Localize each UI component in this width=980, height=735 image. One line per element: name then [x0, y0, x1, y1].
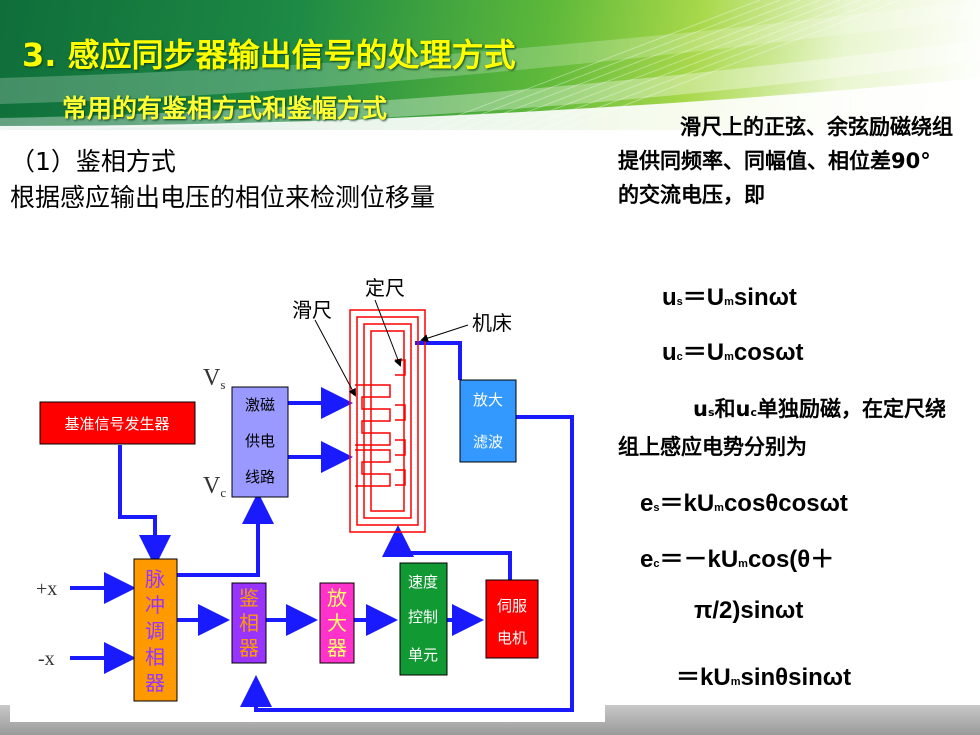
- stator-outer: [349, 309, 426, 533]
- line-servo-to-machine: [382, 525, 512, 580]
- svg-text:器: 器: [239, 636, 259, 660]
- svg-text:冲: 冲: [145, 593, 165, 617]
- svg-text:基准信号发生器: 基准信号发生器: [64, 415, 169, 433]
- box-amplifier: 放 大 器: [319, 582, 355, 664]
- svg-text:相: 相: [239, 611, 259, 635]
- box-excitation: 激磁 供电 线路: [231, 386, 289, 498]
- slider-coil-sin: [355, 384, 391, 446]
- method-description: 根据感应输出电压的相位来检测位移量: [10, 183, 436, 212]
- block-diagram: 定尺 滑尺 机床 Vs Vc +x -x 基准信号发生器 激磁 供电 线路 放大…: [10, 265, 605, 722]
- svg-text:脉: 脉: [145, 567, 165, 591]
- svg-text:单元: 单元: [408, 646, 438, 664]
- equation-ec-result: ＝kUmsinθsinωt: [676, 664, 852, 691]
- label-dingchi: 定尺: [365, 276, 405, 300]
- pointer-dingchi: [374, 299, 402, 367]
- induced-emf-explanation: us和uc单独励磁，在定尺绕组上感应电势分别为: [618, 392, 958, 464]
- excitation-explanation: 滑尺上的正弦、余弦励磁绕组提供同频率、同幅值、相位差90° 的交流电压，即: [618, 110, 958, 212]
- line-pulse-to-excite: [177, 492, 274, 577]
- svg-text:速度: 速度: [408, 573, 438, 591]
- signal-lines: [70, 341, 574, 712]
- box-pulse-phase-shifter: 脉 冲 调 相 器: [133, 558, 178, 702]
- label-vs: Vs: [203, 365, 225, 392]
- pointer-huachi: [314, 319, 356, 397]
- svg-text:器: 器: [145, 671, 165, 695]
- box-servo-motor: 伺服 电机: [485, 579, 539, 659]
- slide-title: 3. 感应同步器输出信号的处理方式: [22, 36, 516, 74]
- svg-text:线路: 线路: [245, 468, 275, 486]
- label-jichuang: 机床: [472, 311, 512, 335]
- equation-ec: ec＝－kUmcos(θ＋: [640, 546, 835, 573]
- excitation-paragraph: 滑尺上的正弦、余弦励磁绕组提供同频率、同幅值、相位差90° 的交流电压，即: [618, 115, 953, 207]
- line-ref-to-pulse: [118, 445, 171, 567]
- box-speed-control: 速度 控制 单元: [399, 562, 448, 676]
- svg-text:供电: 供电: [245, 432, 275, 450]
- svg-text:调: 调: [145, 619, 165, 643]
- label-vc: Vc: [203, 473, 226, 500]
- equation-uc: uc＝Umcosωt: [662, 339, 804, 366]
- line-feedback-to-phase: [240, 415, 574, 712]
- svg-text:电机: 电机: [497, 629, 527, 647]
- equation-ec-continued: π/2)sinωt: [694, 597, 804, 624]
- slider-coil-cos: [355, 449, 391, 487]
- label-plus-x: +x: [36, 578, 57, 600]
- svg-text:器: 器: [327, 636, 347, 660]
- block-diagram-svg: 定尺 滑尺 机床 Vs Vc +x -x 基准信号发生器 激磁 供电 线路 放大…: [36, 276, 574, 712]
- method-heading: （1）鉴相方式: [10, 147, 176, 176]
- induced-paragraph: us和uc单独励磁，在定尺绕组上感应电势分别为: [618, 397, 946, 459]
- inductosyn-coils: [349, 309, 426, 533]
- box-phase-comparator: 鉴 相 器: [231, 582, 267, 664]
- equation-us: us＝Umsinωt: [662, 284, 797, 311]
- header-swoosh-decoration: [0, 0, 980, 130]
- svg-text:放大: 放大: [473, 391, 503, 409]
- svg-text:放: 放: [327, 586, 347, 610]
- line-stator-to-ampfilter: [415, 341, 462, 380]
- svg-text:控制: 控制: [408, 608, 438, 626]
- equation-es: es＝kUmcosθcosωt: [640, 490, 848, 517]
- svg-text:相: 相: [145, 645, 165, 669]
- label-huachi: 滑尺: [292, 298, 332, 322]
- label-minus-x: -x: [38, 648, 55, 670]
- svg-text:大: 大: [327, 611, 347, 635]
- box-ref-generator: 基准信号发生器: [39, 401, 196, 445]
- svg-text:激磁: 激磁: [245, 396, 275, 414]
- slide-subtitle: 常用的有鉴相方式和鉴幅方式: [62, 94, 388, 123]
- svg-text:滤波: 滤波: [473, 433, 503, 451]
- svg-text:鉴: 鉴: [239, 586, 259, 610]
- pointer-jichuang: [420, 324, 469, 342]
- header-band: [0, 0, 980, 130]
- box-amp-filter: 放大 滤波: [459, 379, 517, 463]
- svg-text:伺服: 伺服: [497, 597, 527, 615]
